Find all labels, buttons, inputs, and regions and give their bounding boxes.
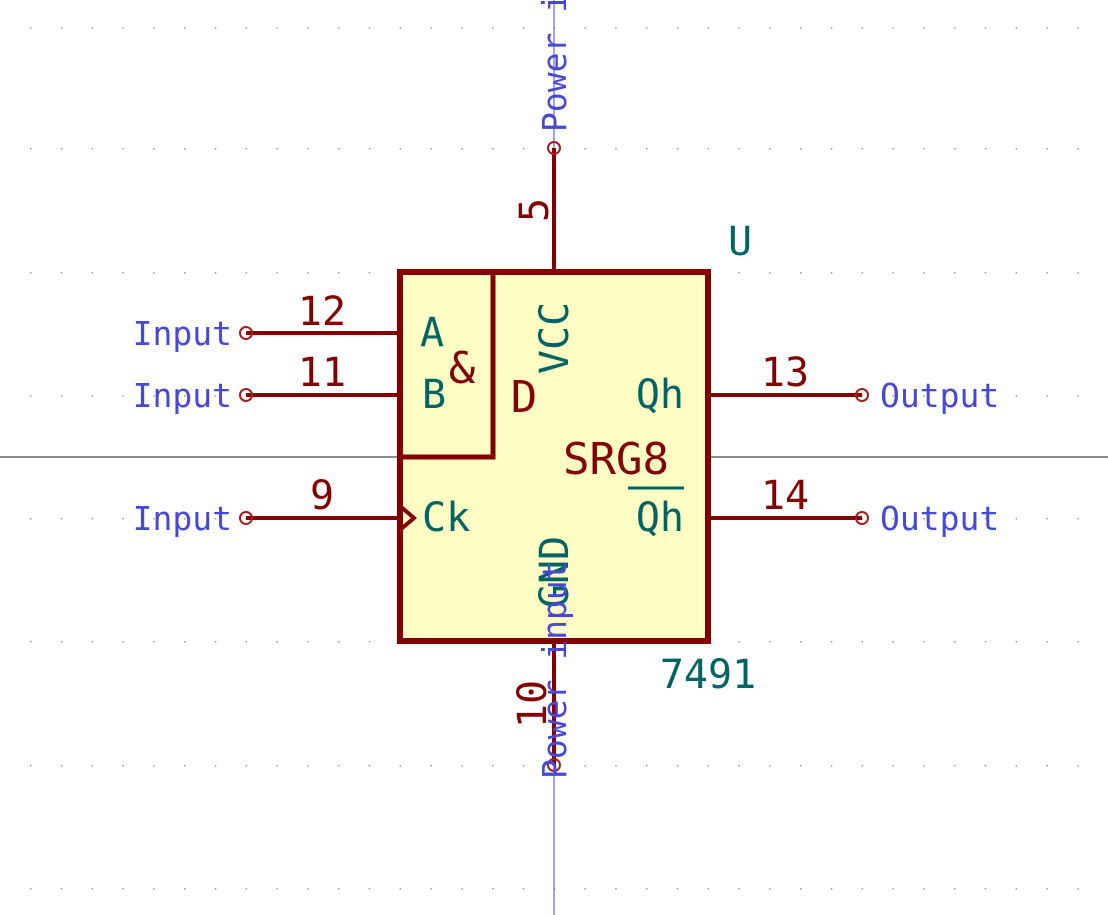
pin-5-type: Power input [535,0,574,132]
pin-14-type: Output [880,499,999,538]
pin-11-type: Input [133,376,232,415]
pin-9-type: Input [133,499,232,538]
pin-14-number: 14 [761,473,809,519]
pin-14-endpoint[interactable] [855,511,869,525]
pin-13-type: Output [880,376,999,415]
clock-triangle-icon [398,504,418,532]
pin-12-endpoint[interactable] [239,326,253,340]
pin-13-endpoint[interactable] [855,388,869,402]
pin-5-endpoint[interactable] [547,141,561,155]
pin-10-number: 10 [510,680,556,728]
pin-11-name: B [422,372,446,418]
component-value[interactable]: 7491 [660,652,756,698]
pin-5-number: 5 [512,198,558,222]
function-label: SRG8 [563,434,669,485]
pin-13-number: 13 [761,350,809,396]
pin-5-name: VCC [532,302,578,374]
pin-11-endpoint[interactable] [239,388,253,402]
pin-9-name: Ck [422,495,470,541]
reference-designator[interactable]: U [728,219,752,265]
pin-11-number: 11 [298,350,346,396]
and-subblock-outline [400,272,496,460]
pin-12-number: 12 [298,289,346,335]
pin-9-endpoint[interactable] [239,511,253,525]
and-label: & [449,343,476,394]
pin-10-name: GND [532,536,578,608]
pin-10-type: Power input [535,560,574,779]
pin-12-name: A [420,310,444,356]
data-label: D [511,372,538,423]
pin-14-name: Qh [636,495,684,541]
pin-13-name: Qh [636,372,684,418]
pin-10-endpoint[interactable] [547,758,561,772]
pin-9-number: 9 [310,473,334,519]
pin-12-type: Input [133,314,232,353]
